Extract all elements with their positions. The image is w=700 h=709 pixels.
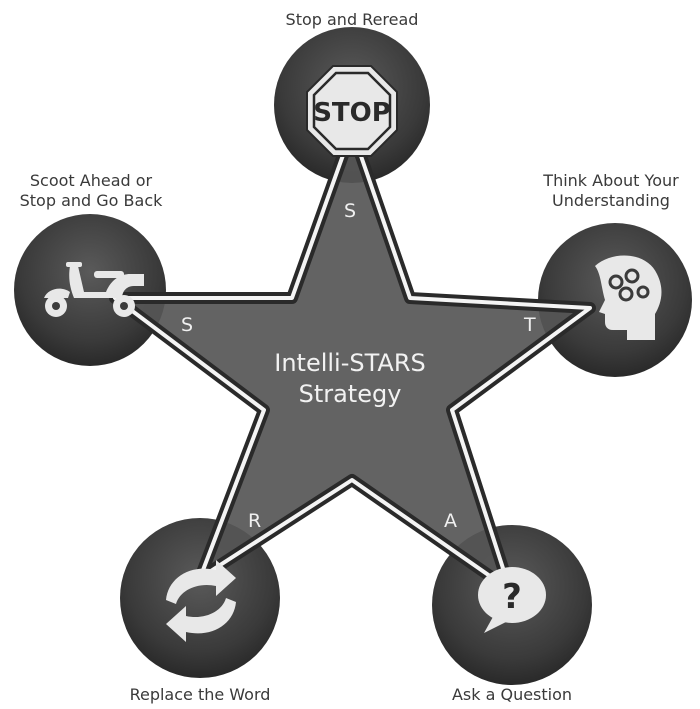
- caption-replace-the-word: Replace the Word: [129, 685, 271, 704]
- scooter-icon: [44, 262, 144, 317]
- question-bubble-icon: ?: [478, 567, 546, 633]
- caption-ask-a-question: Ask a Question: [451, 685, 573, 704]
- stop-sign-label: STOP: [313, 98, 391, 128]
- letter-s-top: S: [344, 200, 357, 222]
- node-circle-left: [14, 214, 166, 366]
- letter-s-left: S: [181, 314, 194, 336]
- question-glyph: ?: [502, 577, 522, 617]
- stop-sign-icon: STOP: [306, 65, 398, 157]
- caption-stop-and-reread: Stop and Reread: [285, 10, 419, 29]
- caption-scoot-ahead: Scoot Ahead or Stop and Go Back: [19, 171, 163, 210]
- star-inner-line: [113, 128, 592, 592]
- letter-t: T: [524, 314, 536, 336]
- head-gears-icon: [595, 255, 662, 340]
- replace-arrows-icon: [166, 560, 236, 642]
- center-title: Intelli-STARS Strategy: [274, 349, 426, 408]
- letter-r: R: [248, 510, 262, 532]
- caption-think-about: Think About Your Understanding: [543, 171, 679, 210]
- letter-a: A: [444, 510, 457, 532]
